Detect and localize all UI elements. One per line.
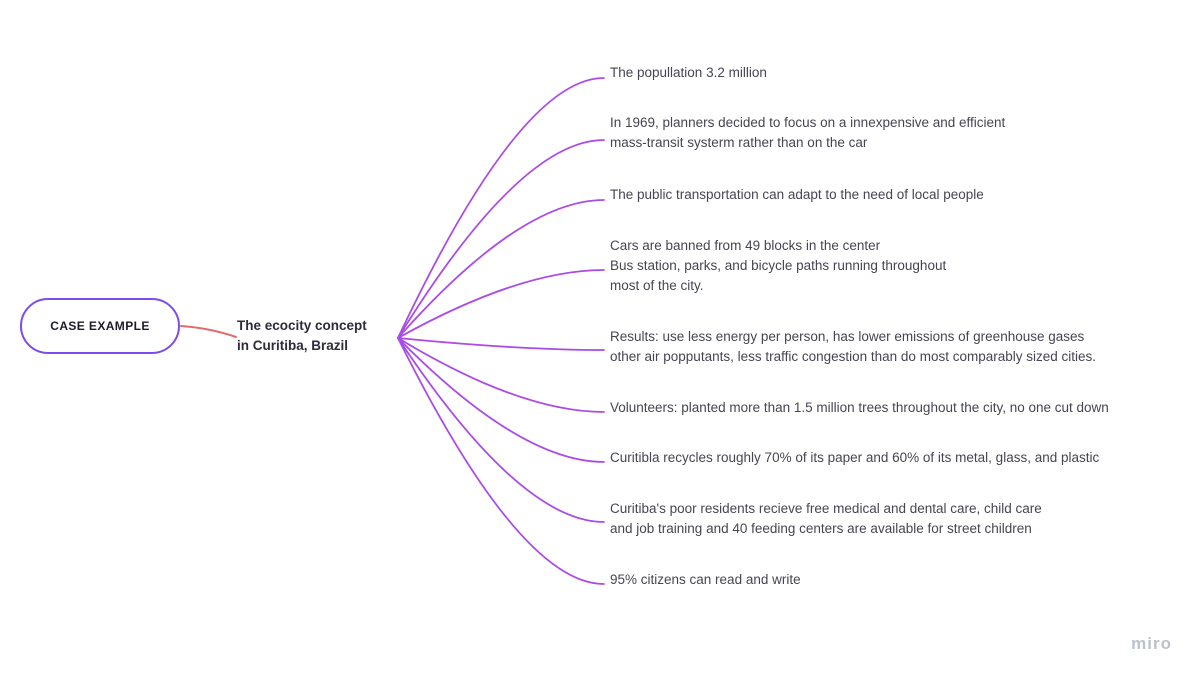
root-node[interactable]: CASE EXAMPLE: [20, 298, 180, 354]
branch-node-public-transportation[interactable]: The public transportation can adapt to t…: [610, 187, 984, 202]
branch-node-population[interactable]: The popullation 3.2 million: [610, 65, 767, 80]
root-topic-connector: [180, 325, 237, 338]
branch-node-mass-transit[interactable]: In 1969, planners decided to focus on a …: [610, 115, 1006, 150]
branch-curve-2: [397, 139, 605, 339]
branch-curve-3: [397, 199, 605, 339]
branch-curve-1: [397, 77, 605, 339]
branch-curve-9: [397, 337, 605, 585]
branch-node-literacy[interactable]: 95% citizens can read and write: [610, 572, 801, 587]
topic-node[interactable]: The ecocity concept in Curitiba, Brazil: [237, 318, 367, 353]
branch-node-results[interactable]: Results: use less energy per person, has…: [610, 329, 1097, 364]
branch-curve-8: [397, 337, 605, 523]
branch-curve-5: [397, 337, 605, 351]
root-node-label: CASE EXAMPLE: [50, 319, 150, 333]
miro-watermark: miro: [1131, 634, 1172, 653]
branch-node-cars-banned[interactable]: Cars are banned from 49 blocks in the ce…: [610, 238, 947, 293]
branch-node-volunteers[interactable]: Volunteers: planted more than 1.5 millio…: [610, 400, 1109, 415]
branch-node-poor-residents[interactable]: Curitiba's poor residents recieve free m…: [610, 501, 1042, 536]
branch-curve-6: [397, 337, 605, 413]
branch-node-recycling[interactable]: Curitibla recycles roughly 70% of its pa…: [610, 450, 1100, 465]
branch-curve-4: [397, 269, 605, 339]
branch-curve-7: [397, 337, 605, 463]
